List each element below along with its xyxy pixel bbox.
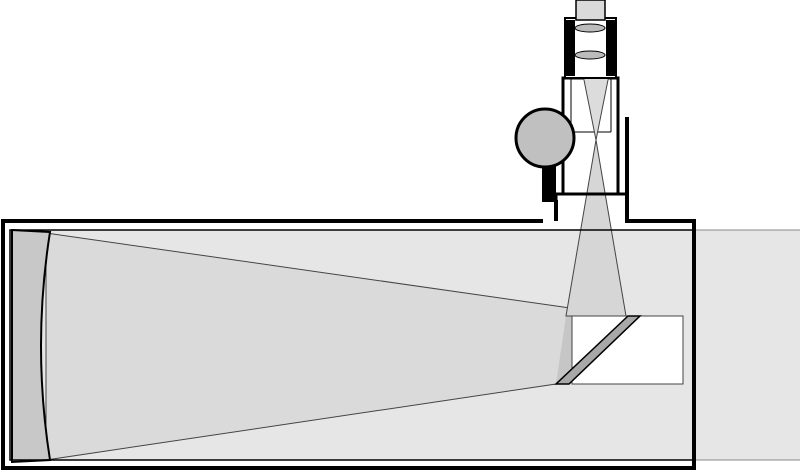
eyepiece-right-wall: [606, 20, 615, 76]
secondary-mirror: [554, 315, 642, 385]
eyepiece-lens-bottom: [574, 50, 606, 60]
focus-knob: [514, 107, 576, 169]
primary-mirror: [11, 228, 52, 464]
focus-knob-stem: [542, 160, 556, 202]
telescope-tube-outer: [1, 117, 696, 470]
telescope-tube-inner: [9, 229, 695, 461]
eyepiece-lens-top: [574, 23, 606, 33]
eyepiece-left-wall: [566, 20, 575, 76]
eyepiece-eyecup: [575, 0, 606, 21]
